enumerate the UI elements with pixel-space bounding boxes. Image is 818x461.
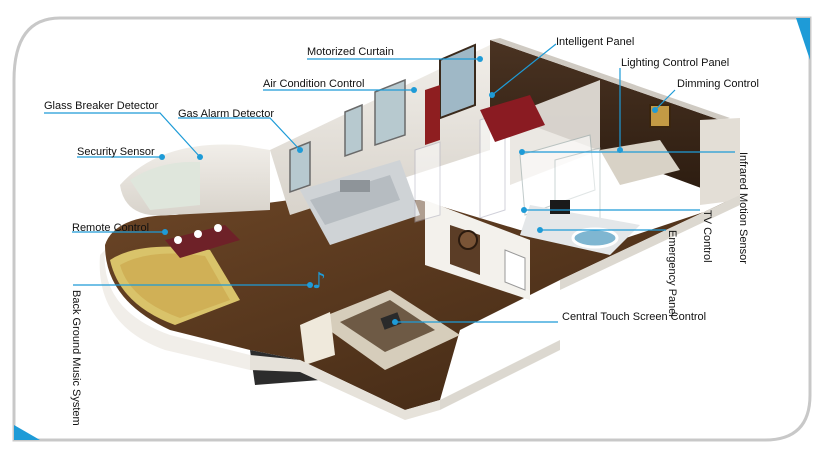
kitchen xyxy=(300,160,420,245)
label-dimming-control: Dimming Control xyxy=(677,78,759,90)
dining-area xyxy=(165,224,240,258)
label-intelligent-panel: Intelligent Panel xyxy=(556,36,635,48)
label-security-sensor: Security Sensor xyxy=(77,146,155,158)
living-room xyxy=(250,290,460,385)
label-glass-breaker-detector: Glass Breaker Detector xyxy=(44,100,159,112)
label-motorized-curtain: Motorized Curtain xyxy=(307,46,394,58)
label-gas-alarm-detector: Gas Alarm Detector xyxy=(178,108,274,120)
svg-text:♪: ♪ xyxy=(312,269,326,294)
bedroom xyxy=(480,95,680,185)
label-remote-control: Remote Control xyxy=(72,222,150,234)
leader-dots xyxy=(159,56,658,325)
frame xyxy=(12,16,812,442)
label-air-condition-control: Air Condition Control xyxy=(263,78,365,90)
label-infrared-motion-sensor: Infrared Motion Sensor xyxy=(737,152,749,264)
front-wall xyxy=(99,195,740,420)
label-background-music-system: Back Ground Music System xyxy=(70,290,82,426)
house-floor xyxy=(105,195,740,410)
label-central-touch-screen-control: Central Touch Screen Control xyxy=(562,311,707,323)
label-tv-control: TV Control xyxy=(701,210,713,263)
leader-lines xyxy=(44,43,735,323)
label-lighting-control-panel: Lighting Control Panel xyxy=(621,57,730,69)
label-emergency-panel: Emergency Panel xyxy=(666,230,678,317)
